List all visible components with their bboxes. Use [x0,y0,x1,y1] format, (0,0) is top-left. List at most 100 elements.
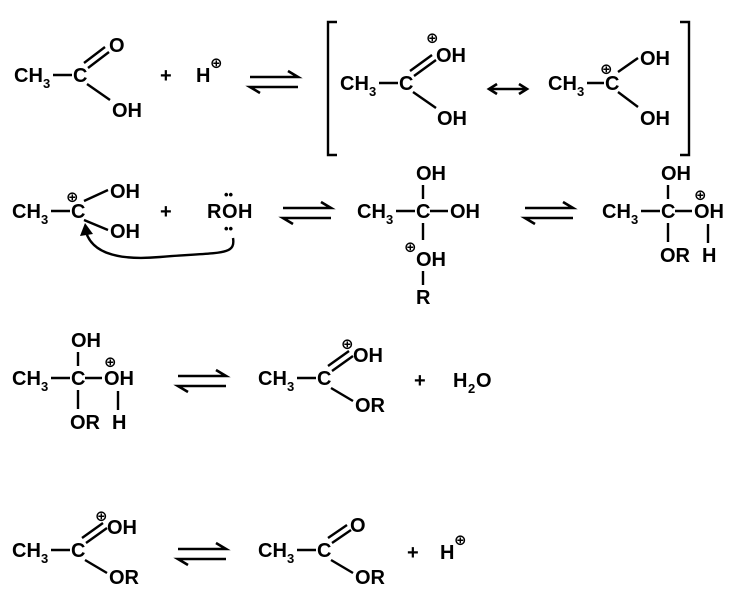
protonated-acid-resonance-2: CH 3 C ⊕ OH OH [548,48,670,130]
positive-charge-icon: ⊕ [104,353,117,371]
subscript-3: 3 [287,379,294,394]
subscript-3: 3 [369,84,376,99]
tetrahedral-intermediate-oxonium: CH 3 C OH OH ⊕ OH R [357,163,480,309]
hydrogen-label: H [702,245,716,267]
hydroxyl-label: OH [450,201,480,223]
bond [83,218,109,232]
ch-label: CH [12,368,41,390]
lone-pair-bottom: •• [224,221,234,236]
protonated-ester: CH 3 C ⊕ OH OR [12,507,140,589]
equilibrium-arrow [176,541,228,567]
hydrogen-label: H [453,370,467,392]
subscript-3: 3 [631,212,638,227]
hydroxyl-label: OH [661,163,691,185]
ch-label: CH [357,201,386,223]
hydroxyl-label: OH [436,45,466,67]
water: H 2 O [453,370,492,396]
bond [330,386,354,403]
carbon-label: C [317,540,331,562]
protonated-ester: CH 3 C ⊕ OH OR [258,335,386,417]
ch-label: CH [340,73,369,95]
double-bond [409,54,433,72]
bond [617,57,639,73]
positive-charge-icon: ⊕ [600,60,613,78]
alkoxy-label: OR [109,567,140,589]
double-bond [331,355,354,372]
acetic-acid: CH 3 C O OH [14,35,142,122]
subscript-3: 3 [41,551,48,566]
alcohol: R O H •• •• [207,187,252,236]
alkoxy-label: OR [355,395,386,417]
protonated-acid-resonance-1: CH 3 C ⊕ OH OH [340,29,467,130]
ch-label: CH [258,540,287,562]
bond [330,558,354,575]
positive-charge-icon: ⊕ [66,188,79,206]
ester: CH 3 C O OR [258,515,386,589]
equilibrium-arrow [176,368,228,394]
bond [617,91,639,108]
double-bond [331,529,352,544]
carbon-label: C [416,201,430,223]
resonance-arrow [486,82,530,96]
hydroxyl-label: OH [640,48,670,70]
hydroxyl-label: OH [640,108,670,130]
subscript-3: 3 [41,379,48,394]
carbon-label: C [399,73,413,95]
plus-sign: + [414,370,426,392]
hydroxyl-label: OH [112,100,142,122]
alkoxy-label: OR [355,567,386,589]
positive-charge-icon: ⊕ [404,238,417,256]
positive-charge-icon: ⊕ [95,507,108,525]
double-bond [83,46,106,64]
hydrogen-label: H [112,412,126,434]
plus-sign: + [407,542,419,564]
subscript-3: 3 [43,76,50,91]
positive-charge-icon: ⊕ [341,335,354,353]
double-bond [327,350,350,367]
oxygen-label: O [109,35,125,57]
bond [84,558,108,575]
double-bond [87,51,110,69]
subscript-2: 2 [468,381,475,396]
double-bond [81,522,104,539]
right-bracket [680,20,691,157]
hydroxyl-label: OH [71,330,101,352]
plus-sign: + [160,201,172,223]
oxygen-label: O [350,515,366,537]
equilibrium-arrow [523,200,575,226]
double-bond [413,59,437,77]
r-group-label: R [207,201,222,223]
oxygen-label: O [476,370,492,392]
hydroxyl-label: OH [416,249,446,271]
positive-charge-icon: ⊕ [210,54,223,72]
ch-label: CH [258,368,287,390]
alkoxy-label: OR [70,412,101,434]
subscript-3: 3 [577,84,584,99]
hydroxyl-label: OH [353,345,383,367]
tetrahedral-intermediate-protonated: CH 3 C ⊕ OH OH OR H [12,330,134,434]
bond [86,83,111,101]
subscript-3: 3 [287,551,294,566]
proton-label: H [196,65,210,87]
equilibrium-arrow [248,69,300,95]
positive-charge-icon: ⊕ [454,531,467,549]
carbon-label: C [605,73,619,95]
proton-label: H [440,542,454,564]
tetrahedral-intermediate-protonated: CH 3 C ⊕ OH OH OR H [602,163,724,267]
carbon-label: C [71,201,85,223]
plus-sign: + [160,65,172,87]
ch-label: CH [548,73,577,95]
carbocation: CH 3 C ⊕ OH OH [12,181,140,243]
bond [412,91,437,109]
lone-pair-top: •• [224,187,234,202]
hydroxyl-label: OH [104,368,134,390]
hydroxyl-label: OH [110,221,140,243]
ch-label: CH [12,201,41,223]
hydroxyl-label: OH [694,201,724,223]
carbon-label: C [71,540,85,562]
ch-label: CH [12,540,41,562]
hydroxyl-label: OH [416,163,446,185]
subscript-3: 3 [41,212,48,227]
subscript-3: 3 [386,212,393,227]
carbon-label: C [317,368,331,390]
